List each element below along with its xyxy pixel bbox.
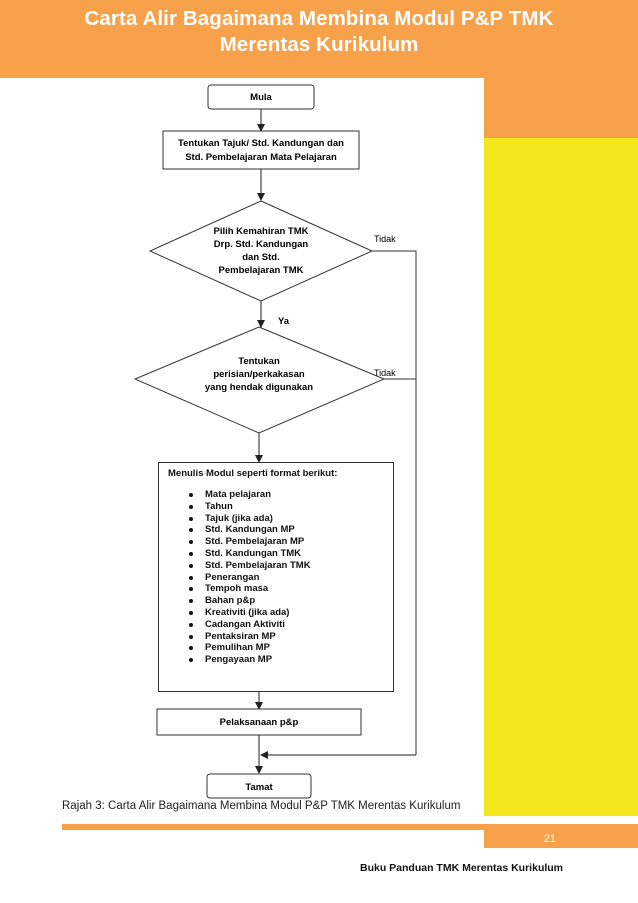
- side-strip-orange: [484, 78, 638, 138]
- book-title: Buku Panduan TMK Merentas Kurikulum: [360, 862, 564, 874]
- page-number: 21: [543, 833, 556, 845]
- title-line-1: Carta Alir Bagaimana Membina Modul P&P T…: [84, 7, 554, 30]
- list-item: Penerangan: [185, 572, 311, 584]
- list-item: Mata pelajaran: [185, 489, 311, 501]
- decision2-line1: Tentukan: [238, 356, 280, 367]
- decision1-yes-label: Ya: [278, 316, 290, 327]
- module-format-box: Menulis Modul seperti format berikut: Ma…: [158, 462, 394, 692]
- page-header: Carta Alir Bagaimana Membina Modul P&P T…: [0, 0, 638, 78]
- decision1-no-label: Tidak: [374, 234, 396, 244]
- list-item: Std. Kandungan TMK: [185, 548, 311, 560]
- step1-label-line2: Std. Pembelajaran Mata Pelajaran: [185, 152, 337, 163]
- list-item: Tajuk (jika ada): [185, 513, 311, 525]
- decision2-diamond: [133, 326, 386, 434]
- list-item: Std. Kandungan MP: [185, 524, 311, 536]
- decision1-diamond: [148, 200, 374, 302]
- list-item: Std. Pembelajaran TMK: [185, 560, 311, 572]
- list-item: Tempoh masa: [185, 583, 311, 595]
- implementation-box: [156, 708, 362, 736]
- list-item: Cadangan Aktiviti: [185, 619, 311, 631]
- page-title: Carta Alir Bagaimana Membina Modul P&P T…: [0, 0, 638, 58]
- decision2-line3: yang hendak digunakan: [205, 382, 313, 393]
- decision2-line2: perisian/perkakasan: [213, 369, 305, 380]
- list-item: Pengayaan MP: [185, 654, 311, 666]
- start-label: Mula: [250, 92, 272, 103]
- decision2-no-label: Tidak: [374, 368, 396, 378]
- list-item: Kreativiti (jika ada): [185, 607, 311, 619]
- module-format-list: Mata pelajaran Tahun Tajuk (jika ada) St…: [185, 489, 311, 666]
- decision1-line4: Pembelajaran TMK: [219, 265, 304, 276]
- title-line-2: Merentas Kurikulum: [219, 33, 419, 56]
- step1-box: [162, 130, 360, 170]
- decision1-line1: Pilih Kemahiran TMK: [213, 226, 308, 237]
- list-item: Pentaksiran MP: [185, 631, 311, 643]
- decision1-line3: dan Std.: [242, 252, 279, 263]
- list-item: Tahun: [185, 501, 311, 513]
- step1-label-line1: Tentukan Tajuk/ Std. Kandungan dan: [178, 138, 344, 149]
- list-item: Std. Pembelajaran MP: [185, 536, 311, 548]
- end-box: [206, 773, 312, 799]
- implementation-label: Pelaksanaan p&p: [220, 717, 299, 728]
- side-panel-yellow: [484, 138, 638, 816]
- decision1-no-connector: [372, 250, 417, 755]
- end-label: Tamat: [245, 782, 273, 793]
- footer-bar: [62, 824, 638, 830]
- page-number-box: 21: [484, 830, 638, 848]
- module-format-title: Menulis Modul seperti format berikut:: [168, 468, 338, 479]
- list-item: Bahan p&p: [185, 595, 311, 607]
- figure-caption: Rajah 3: Carta Alir Bagaimana Membina Mo…: [62, 800, 461, 812]
- decision1-line2: Drp. Std. Kandungan: [214, 239, 309, 250]
- list-item: Pemulihan MP: [185, 642, 311, 654]
